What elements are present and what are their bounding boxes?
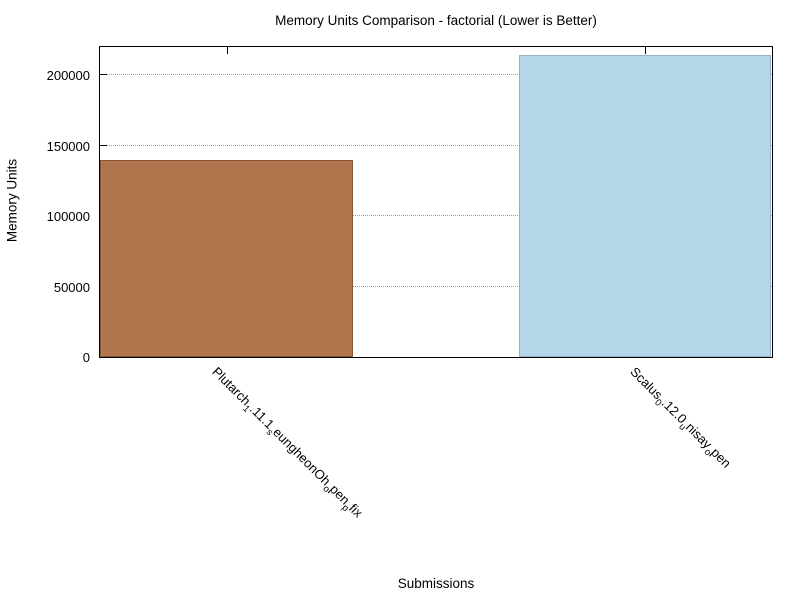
y-tick-label-100000: 100000 — [46, 209, 90, 225]
label-text: Plutarch — [208, 364, 254, 409]
plot-area — [99, 46, 773, 358]
gridline-y-200000 — [100, 74, 772, 76]
label-text: eungheonOh — [269, 424, 334, 489]
x-tick-label-0: Plutarch1.11.1seungheonOhopenpfix — [209, 364, 365, 520]
x-axis-title: Submissions — [397, 576, 475, 591]
bar-scalus — [519, 55, 771, 357]
x-tick-label-1: Scalus0.12.0unisayopen — [627, 364, 734, 471]
y-tick-label-0: 0 — [82, 350, 90, 365]
gridline-y-100000 — [100, 215, 772, 217]
y-tick-mark-200000 — [100, 74, 107, 76]
x-tick-mark-top-1 — [645, 47, 646, 54]
x-tick-mark-top-0 — [226, 47, 228, 54]
y-tick-label-150000: 150000 — [46, 138, 90, 154]
y-tick-label-200000: 200000 — [46, 68, 90, 84]
y-tick-label-50000: 50000 — [53, 279, 90, 295]
gridline-y-150000 — [100, 144, 772, 146]
gridline-y-50000 — [100, 285, 772, 287]
chart-title: Memory Units Comparison - factorial (Low… — [275, 13, 597, 28]
y-tick-mark-150000 — [100, 144, 107, 146]
bar-plutarch — [100, 160, 353, 357]
